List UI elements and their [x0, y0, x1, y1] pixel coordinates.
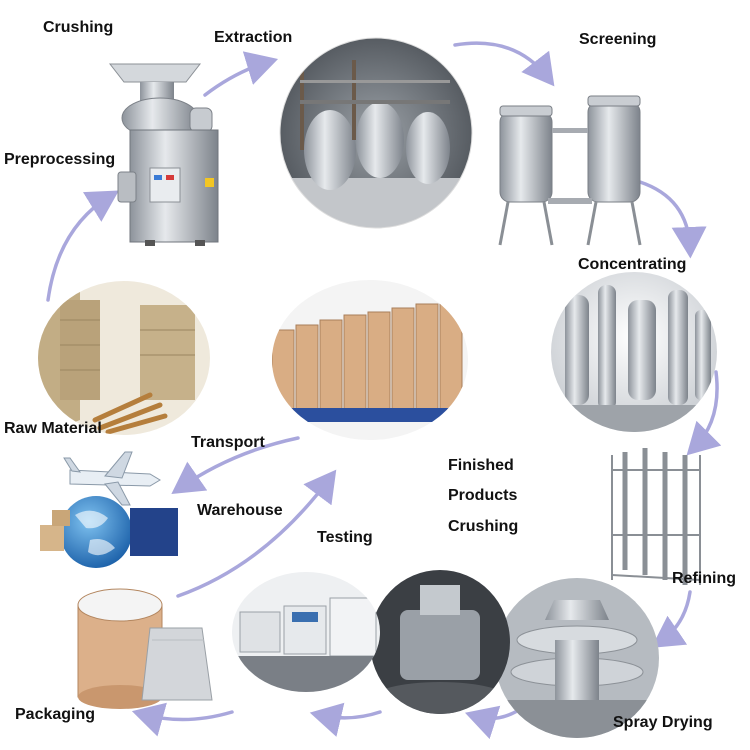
label-packaging: Packaging [15, 706, 95, 723]
label-warehouse: Warehouse [197, 502, 283, 519]
screening-filters-illustration [498, 95, 642, 246]
refining-columns-illustration [611, 448, 701, 585]
label-concentrating: Concentrating [578, 256, 686, 273]
packaging-illustration [77, 588, 213, 709]
label-screening: Screening [579, 31, 656, 48]
arrow-crushing-to-extraction [203, 51, 279, 97]
label-preprocessing: Preprocessing [4, 151, 115, 168]
label-products: Products [448, 487, 517, 504]
arrow-refining-to-spraydrying [651, 590, 692, 648]
transport-illustration [40, 451, 178, 568]
arrow-rawmaterial-to-preprocessing [46, 190, 119, 302]
arrow-concentrating-to-refining [686, 370, 722, 456]
raw-material-photo [38, 281, 210, 435]
extraction-photo [280, 38, 472, 228]
label-finished: Finished [448, 457, 514, 474]
label-finished-crushing: Crushing [448, 518, 518, 535]
step-labels: Crushing Extraction Screening Preprocess… [4, 19, 736, 731]
airplane-icon [63, 451, 161, 506]
arrow-warehouse-to-transport [171, 436, 300, 494]
label-extraction: Extraction [214, 29, 292, 46]
label-spray-drying: Spray Drying [613, 714, 713, 731]
warehouse-drums-photo [272, 280, 468, 440]
label-refining: Refining [672, 570, 736, 587]
label-crushing: Crushing [43, 19, 113, 36]
testing-lab-photo [232, 572, 380, 692]
label-testing: Testing [317, 529, 373, 546]
arrow-testing-to-packaging [131, 702, 234, 737]
arrow-extraction-to-screening [453, 41, 555, 87]
finished-crushing-photo [370, 570, 510, 714]
crusher-machine-illustration [108, 63, 219, 246]
label-transport: Transport [191, 434, 265, 451]
concentrating-photo [551, 272, 717, 432]
arrow-packaging-to-warehouse [176, 469, 337, 598]
arrow-crushing-to-testing [309, 702, 382, 737]
arrow-screening-to-concentrating [638, 180, 707, 259]
label-raw-material: Raw Material [4, 420, 102, 437]
